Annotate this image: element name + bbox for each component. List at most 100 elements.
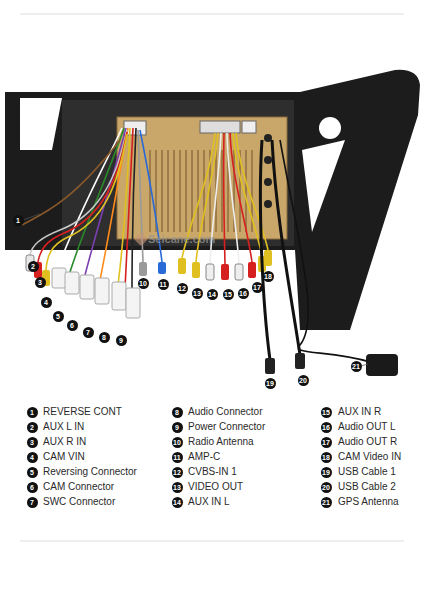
callout-number: 3 bbox=[27, 437, 38, 448]
callout-text: 13 bbox=[173, 482, 181, 493]
callout-text: 16 bbox=[239, 288, 247, 299]
divider-line bbox=[20, 14, 404, 15]
frame-hole bbox=[20, 98, 62, 150]
callout-text: 11 bbox=[159, 279, 166, 290]
callout-text: 13 bbox=[193, 288, 201, 299]
callout-text: 18 bbox=[322, 452, 330, 463]
callout-text: 10 bbox=[139, 278, 147, 289]
callout-text: 21 bbox=[352, 361, 360, 372]
callout-text: 3 bbox=[30, 437, 34, 448]
callout-text: 21 bbox=[322, 497, 330, 508]
legend-text: AMP-C bbox=[188, 451, 220, 463]
wire-bundle bbox=[22, 128, 162, 292]
callout-text: 1 bbox=[30, 407, 34, 418]
dash-frame bbox=[5, 70, 420, 330]
callout-number: 6 bbox=[67, 320, 78, 331]
legend-text: CAM VIN bbox=[43, 451, 85, 463]
legend-text: AUX IN L bbox=[188, 496, 230, 508]
callout-text: 12 bbox=[173, 467, 181, 478]
callout-number: 21 bbox=[351, 361, 362, 372]
callout-text: 7 bbox=[86, 327, 90, 338]
callout-text: 17 bbox=[322, 437, 330, 448]
watermark-logo bbox=[134, 232, 148, 246]
callout-number: 4 bbox=[41, 297, 52, 308]
callout-text: 7 bbox=[30, 497, 34, 508]
callout-number: 17 bbox=[321, 437, 332, 448]
legend-text: AUX R IN bbox=[43, 436, 86, 448]
callout-text: 19 bbox=[322, 467, 330, 478]
callout-text: 14 bbox=[173, 497, 181, 508]
legend-text: SWC Connector bbox=[43, 496, 115, 508]
legend-text: Power Connector bbox=[188, 421, 265, 433]
callout-text: 10 bbox=[173, 437, 181, 448]
callout-number: 1 bbox=[27, 407, 38, 418]
legend-text: AUX L IN bbox=[43, 421, 84, 433]
callout-number: 10 bbox=[172, 437, 183, 448]
callout-number: 19 bbox=[265, 378, 276, 389]
divider-line bbox=[20, 541, 404, 542]
frame-hole bbox=[319, 117, 341, 139]
legend-text: Reversing Connector bbox=[43, 466, 137, 478]
callout-text: 16 bbox=[322, 422, 330, 433]
callout-number: 8 bbox=[172, 407, 183, 418]
callout-text: 12 bbox=[178, 283, 186, 294]
callout-number: 19 bbox=[321, 467, 332, 478]
legend-text: Radio Antenna bbox=[188, 436, 254, 448]
callout-number: 20 bbox=[298, 375, 309, 386]
callout-number: 5 bbox=[53, 311, 64, 322]
legend-text: Audio OUT R bbox=[338, 436, 397, 448]
usb-gps-cables bbox=[260, 140, 398, 376]
legend-text: AUX IN R bbox=[338, 406, 381, 418]
callout-number: 11 bbox=[172, 452, 183, 463]
callout-number: 16 bbox=[321, 422, 332, 433]
callout-number: 14 bbox=[207, 289, 218, 300]
callout-text: 5 bbox=[56, 311, 60, 322]
callout-number: 16 bbox=[238, 288, 249, 299]
callout-number: 14 bbox=[172, 497, 183, 508]
callout-number: 15 bbox=[223, 289, 234, 300]
callout-number: 4 bbox=[27, 452, 38, 463]
callout-text: 11 bbox=[173, 452, 180, 463]
callout-text: 18 bbox=[264, 271, 272, 282]
legend-text: CAM Connector bbox=[43, 481, 114, 493]
legend-text: CAM Video IN bbox=[338, 451, 401, 463]
callout-text: 4 bbox=[30, 452, 34, 463]
callout-number: 15 bbox=[321, 407, 332, 418]
callout-text: 19 bbox=[266, 378, 274, 389]
callout-number: 1 bbox=[13, 215, 24, 226]
callout-number: 5 bbox=[27, 467, 38, 478]
callout-number: 8 bbox=[99, 332, 110, 343]
callout-number: 3 bbox=[35, 277, 46, 288]
callout-text: 14 bbox=[208, 289, 216, 300]
callout-number: 20 bbox=[321, 482, 332, 493]
callout-text: 9 bbox=[119, 335, 123, 346]
legend-text: USB Cable 2 bbox=[338, 481, 396, 493]
legend-text: Audio Connector bbox=[188, 406, 263, 418]
callout-text: 2 bbox=[31, 261, 35, 272]
callout-text: 3 bbox=[38, 277, 42, 288]
callout-number: 7 bbox=[27, 497, 38, 508]
callout-text: 15 bbox=[224, 289, 232, 300]
callout-number: 9 bbox=[116, 335, 127, 346]
callout-text: 20 bbox=[322, 482, 330, 493]
callout-number: 11 bbox=[158, 279, 169, 290]
callout-text: 8 bbox=[175, 407, 179, 418]
callout-number: 18 bbox=[263, 271, 274, 282]
legend-text: CVBS-IN 1 bbox=[188, 466, 237, 478]
callout-text: 15 bbox=[322, 407, 330, 418]
callout-number: 18 bbox=[321, 452, 332, 463]
callout-number: 6 bbox=[27, 482, 38, 493]
callout-text: 2 bbox=[30, 422, 34, 433]
callout-text: 6 bbox=[30, 482, 34, 493]
callout-number: 9 bbox=[172, 422, 183, 433]
callout-number: 7 bbox=[83, 327, 94, 338]
legend-text: GPS Antenna bbox=[338, 496, 399, 508]
callout-text: 1 bbox=[16, 215, 20, 226]
callout-number: 17 bbox=[252, 282, 263, 293]
callout-text: 8 bbox=[102, 332, 106, 343]
callout-text: 6 bbox=[70, 320, 74, 331]
leader-lines bbox=[23, 214, 368, 366]
legend-text: VIDEO OUT bbox=[188, 481, 243, 493]
frame-hole bbox=[302, 140, 345, 232]
